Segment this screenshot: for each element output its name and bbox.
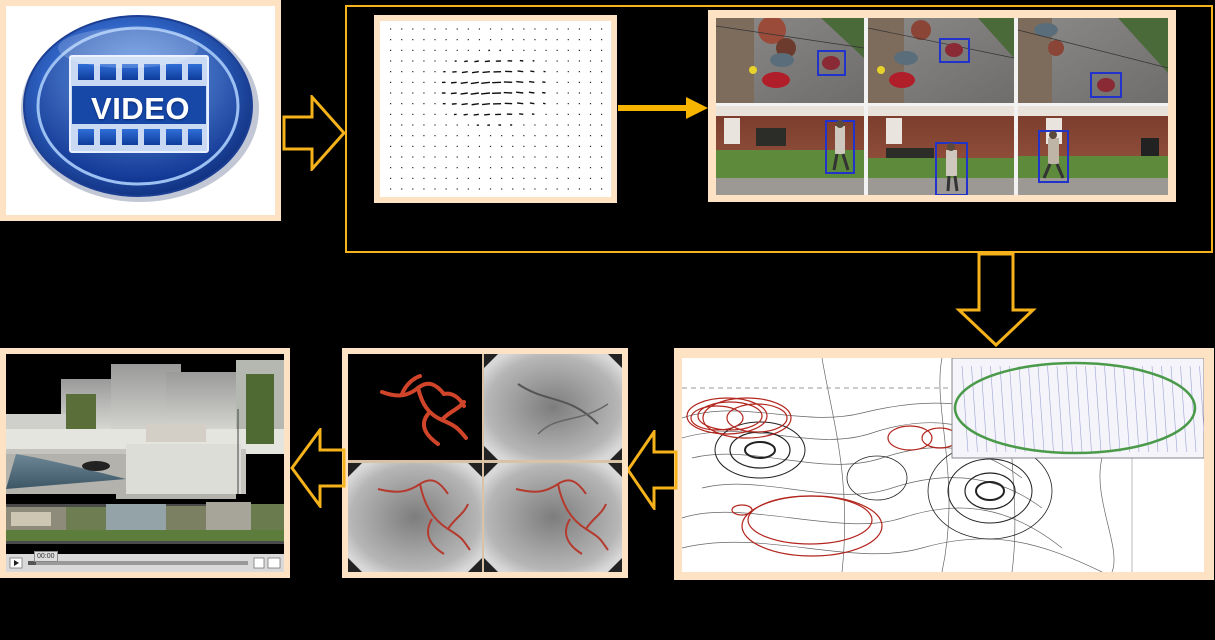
inset-hatch-line [1104, 365, 1111, 453]
video-timecode: 00:00 [34, 551, 58, 562]
vessel-images-grid [348, 354, 622, 572]
flow-vector [482, 70, 491, 74]
flow-vector [481, 81, 491, 84]
person-frame-2 [868, 106, 1014, 195]
inset-hatch-line [1189, 365, 1197, 453]
inset-hatch-line [1028, 365, 1035, 453]
inset-hatch-line [1009, 365, 1016, 453]
flow-vector [450, 92, 457, 95]
inset-hatch-line [1151, 365, 1159, 453]
flow-vector [471, 102, 479, 106]
flow-vector [460, 81, 468, 85]
flow-vector [529, 102, 535, 105]
video-icon-panel: VIDEO [0, 0, 281, 221]
inset-hatch-line [1132, 365, 1140, 453]
contour-inset [951, 358, 1204, 459]
flow-vector [473, 113, 479, 116]
inset-hatch-line [1123, 365, 1130, 453]
flow-vector [481, 92, 491, 95]
flow-vector [517, 102, 524, 105]
inset-hatch-line [1037, 365, 1045, 453]
flow-vector [484, 60, 491, 63]
flow-vector [463, 113, 468, 116]
inset-hatch-line [1075, 365, 1083, 453]
flow-vector [460, 92, 468, 95]
flow-vector [471, 70, 479, 74]
analysis-group-box [345, 5, 1213, 253]
flow-vector [481, 102, 491, 106]
flow-vector [484, 113, 491, 116]
contour-tracking-panel [674, 348, 1214, 580]
hollow-arrow-right-icon [282, 95, 347, 171]
flow-vector [528, 80, 535, 84]
angiogram-overlay-1 [348, 463, 482, 572]
angiogram-1 [484, 354, 622, 460]
inset-hatch-line [1199, 365, 1204, 435]
hollow-arrow-down-icon [955, 252, 1037, 348]
vessel-mask [348, 354, 482, 460]
fullscreen-icon [267, 557, 281, 569]
car-frame-3 [1017, 18, 1168, 103]
inset-hatch-line [999, 365, 1007, 453]
flow-vector [516, 91, 524, 94]
person-frame-3 [1018, 106, 1168, 195]
flow-vector [516, 80, 524, 84]
flow-vector [474, 60, 479, 63]
inset-hatch-line [1180, 365, 1187, 453]
hollow-arrow-left-icon-2 [290, 428, 346, 508]
panorama-image [6, 360, 284, 572]
video-label: VIDEO [91, 91, 190, 126]
flow-vector [470, 92, 479, 95]
flow-vector [450, 81, 457, 84]
inset-hatch-line [1142, 365, 1149, 453]
flow-vector [461, 102, 468, 106]
inset-hatch-line [1018, 365, 1026, 453]
angiogram-overlay-2 [484, 463, 622, 572]
solid-arrow-right-icon [618, 97, 708, 119]
detection-results-panel [708, 10, 1176, 202]
inset-hatch-line [1094, 365, 1102, 453]
vessel-segmentation-panel [342, 348, 628, 578]
play-icon [14, 560, 19, 566]
flow-vector [461, 70, 468, 74]
flow-vector [528, 91, 535, 94]
inset-hatch-line [1085, 365, 1092, 453]
inset-hatch-line [990, 365, 997, 453]
inset-hatch-line [1066, 365, 1073, 453]
flow-vector [530, 70, 535, 73]
flow-vector [464, 60, 468, 63]
flow-vector-field [390, 28, 603, 190]
video-globe-icon [21, 15, 259, 202]
panorama-mosaic-panel: 00:00 [0, 348, 290, 578]
inset-hatch-line [971, 365, 978, 453]
detection-frames-grid [716, 18, 1168, 195]
hollow-arrow-left-icon [626, 430, 678, 510]
car-frame-2 [867, 18, 1015, 103]
contour-plot [682, 358, 1204, 572]
optical-flow-panel [374, 15, 617, 203]
inset-hatch-line [961, 365, 969, 453]
flow-vector [470, 81, 479, 85]
inset-hatch-line [1056, 365, 1064, 453]
car-frame-1 [716, 18, 865, 103]
inset-hatch-line [1047, 365, 1054, 453]
person-frame-1 [716, 106, 864, 195]
flow-vector [517, 70, 524, 73]
inset-hatch-line [1113, 365, 1121, 453]
